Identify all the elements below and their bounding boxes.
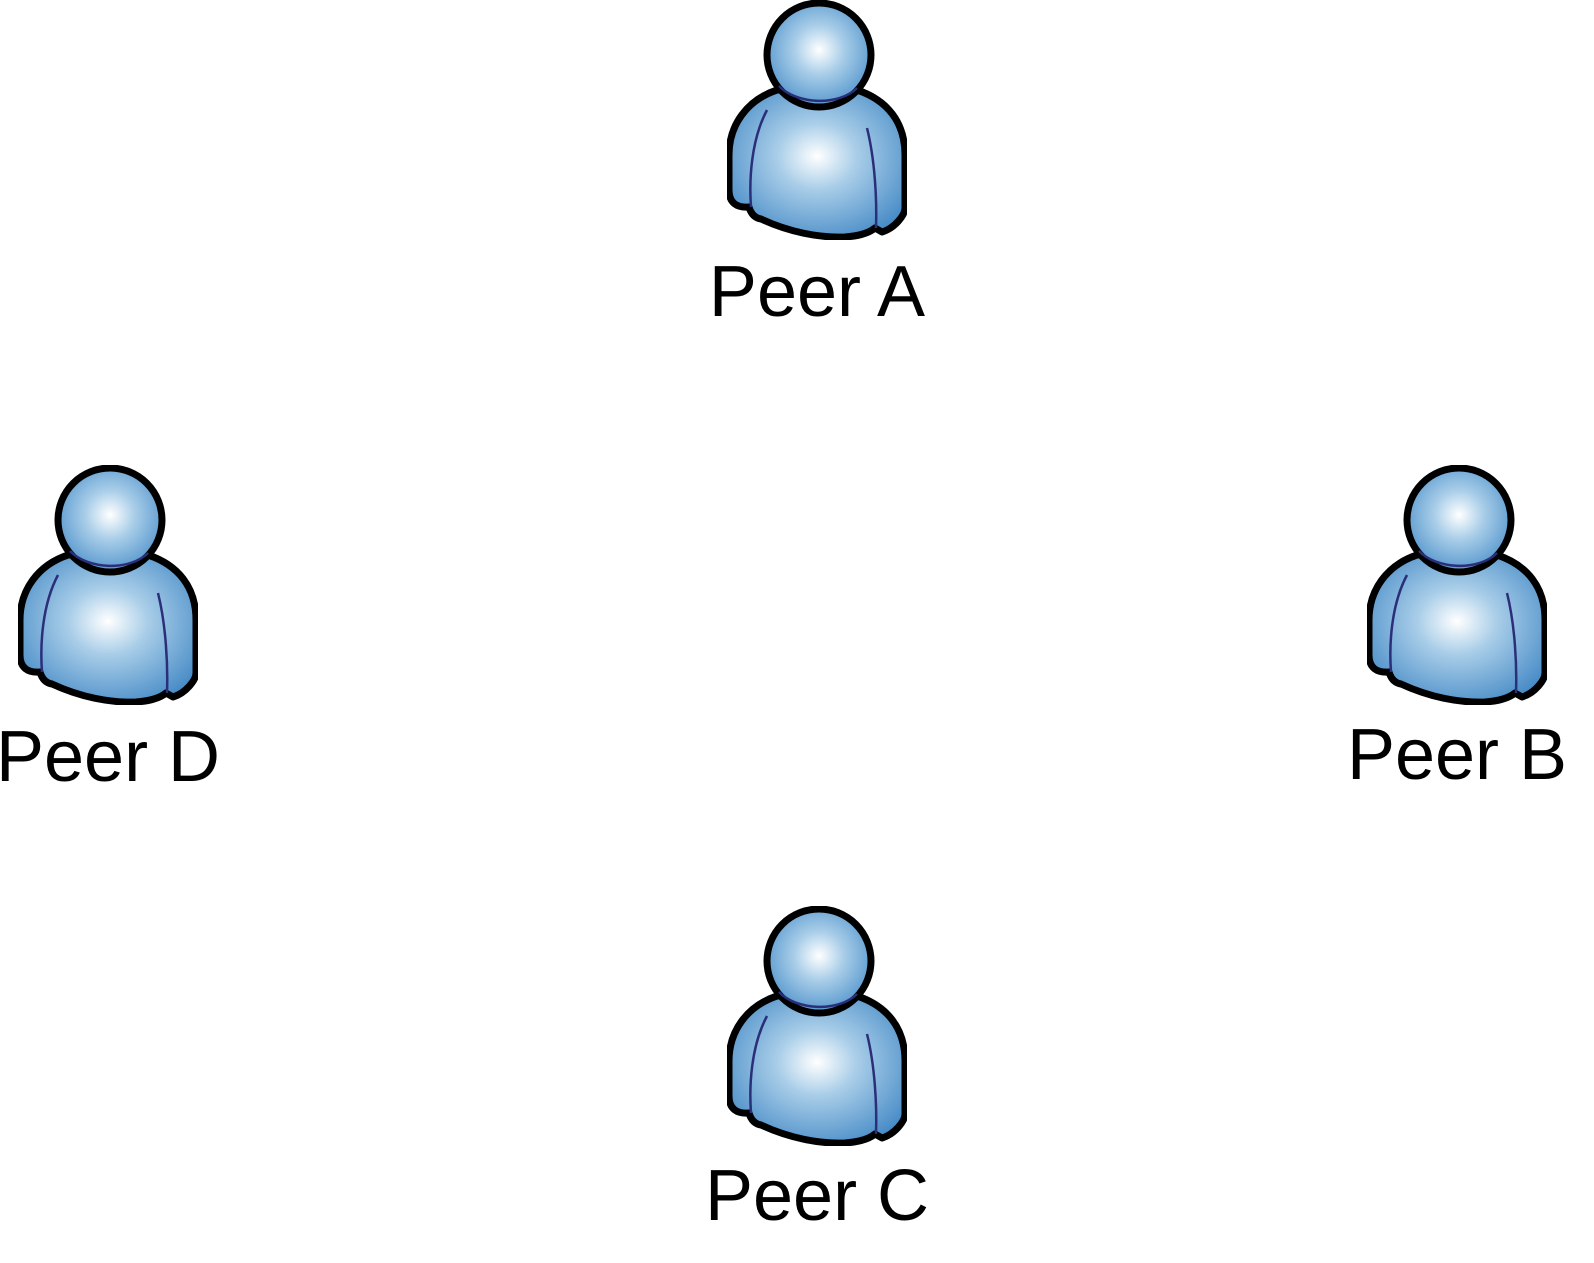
peer-d-node: Peer D — [0, 465, 228, 805]
peer-b-node: Peer B — [1337, 465, 1577, 805]
peer-b-label: Peer B — [1346, 715, 1568, 795]
peer-a-node: Peer A — [697, 0, 937, 340]
peer-d-label: Peer D — [0, 717, 221, 797]
peer-a-label: Peer A — [708, 252, 926, 332]
user-icon — [1367, 465, 1547, 705]
peer-c-node: Peer C — [697, 906, 937, 1246]
user-icon — [18, 465, 198, 705]
peer-c-label: Peer C — [704, 1156, 930, 1236]
user-icon — [727, 906, 907, 1146]
user-icon — [727, 0, 907, 240]
